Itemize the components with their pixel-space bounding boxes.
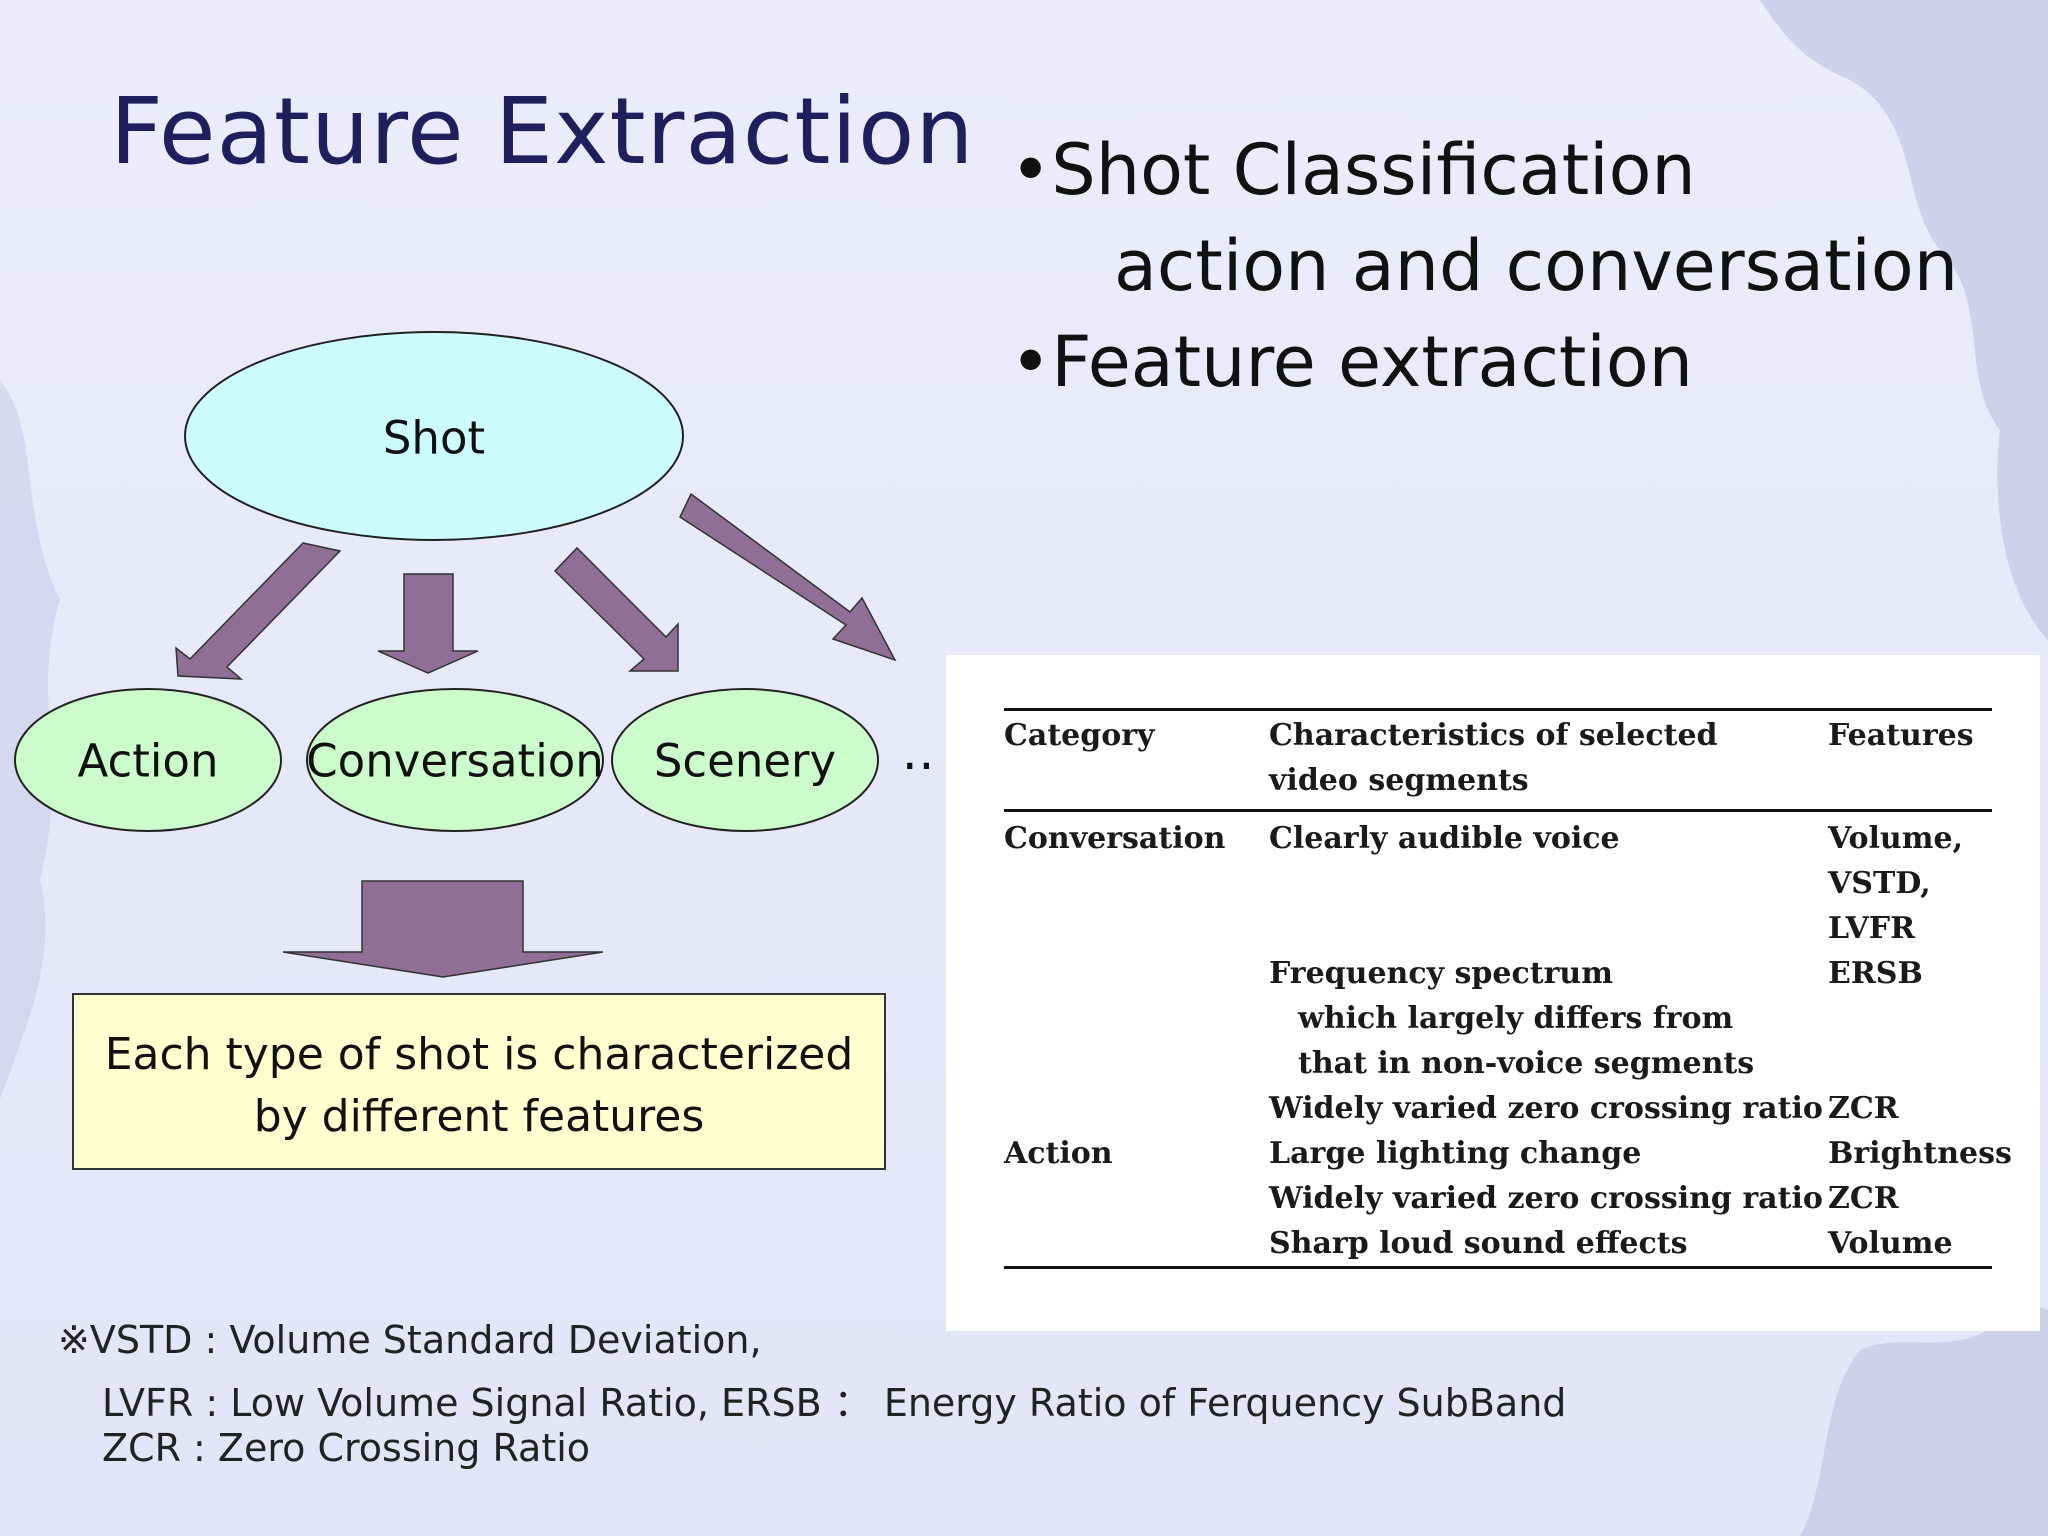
more-ellipsis: ‥ [901,723,935,781]
bullet-feature-extraction: •Feature extraction [1010,321,1694,403]
bullet-sub-action-conversation: action and conversation [1114,225,1959,307]
table-cell-characteristic: Clearly audible voice [1269,821,1620,856]
note-box [72,993,886,1170]
node-conversation [306,688,604,832]
table-cell-characteristic: that in non-voice segments [1298,1046,1755,1081]
table-rule-header [1004,809,1992,812]
table-cell-characteristic: Widely varied zero crossing ratio [1269,1181,1823,1216]
table-header-characteristics-2: video segments [1269,763,1529,798]
node-scenery [611,688,879,832]
table-cell-characteristic: Widely varied zero crossing ratio [1269,1091,1823,1126]
node-scenery-label: Scenery [653,734,837,788]
note-line-1: Each type of shot is characterized [104,1029,854,1080]
table-cell-feature: LVFR [1828,911,1916,946]
arrow-down-to-note [282,880,604,978]
table-header-category: Category [1004,718,1155,753]
table-cell-category: Conversation [1004,821,1226,856]
node-action-label: Action [77,734,219,788]
decorative-splash-bottom-right [1800,1307,2048,1536]
table-cell-feature: Volume, [1828,821,1964,856]
slide-title: Feature Extraction [110,78,975,185]
table-cell-characteristic: which largely differs from [1298,1001,1734,1036]
features-table-panel [946,655,2040,1331]
note-text: Each type of shot is characterized by di… [72,1024,886,1148]
table-header-characteristics: Characteristics of selected [1269,718,1718,753]
table-cell-feature: Volume [1828,1226,1953,1261]
footnote-line-3: ZCR : Zero Crossing Ratio [102,1426,591,1470]
table-rule-bottom [1004,1266,1992,1269]
table-rule-top [1004,708,1992,711]
table-cell-feature: VSTD, [1828,866,1931,901]
table-cell-category: Action [1004,1136,1113,1171]
arrow-to-scenery [553,546,679,672]
arrow-to-action [175,542,342,680]
note-line-2: by different features [253,1091,705,1142]
node-action [14,688,282,832]
node-shot [184,331,684,541]
arrow-to-more [679,492,897,662]
table-cell-feature: ZCR [1828,1181,1899,1216]
bullet-shot-classification: •Shot Classification [1010,129,1696,211]
footnote-line-2: LVFR : Low Volume Signal Ratio, ERSB ： E… [102,1381,1567,1425]
footnote-line-1: ※VSTD : Volume Standard Deviation, [58,1318,762,1362]
node-shot-label: Shot [382,411,486,465]
table-header-features: Features [1828,718,1974,753]
node-conversation-label: Conversation [306,734,604,788]
table-cell-feature: ZCR [1828,1091,1899,1126]
table-cell-characteristic: Frequency spectrum [1269,956,1613,991]
decorative-splash-top-right [1760,0,2048,640]
bullet-list: •Shot Classification action and conversa… [1010,122,1958,410]
table-cell-characteristic: Sharp loud sound effects [1269,1226,1688,1261]
table-cell-feature: ERSB [1828,956,1923,991]
table-cell-characteristic: Large lighting change [1269,1136,1642,1171]
arrow-to-conversation [377,573,479,674]
table-cell-feature: Brightness [1828,1136,2012,1171]
